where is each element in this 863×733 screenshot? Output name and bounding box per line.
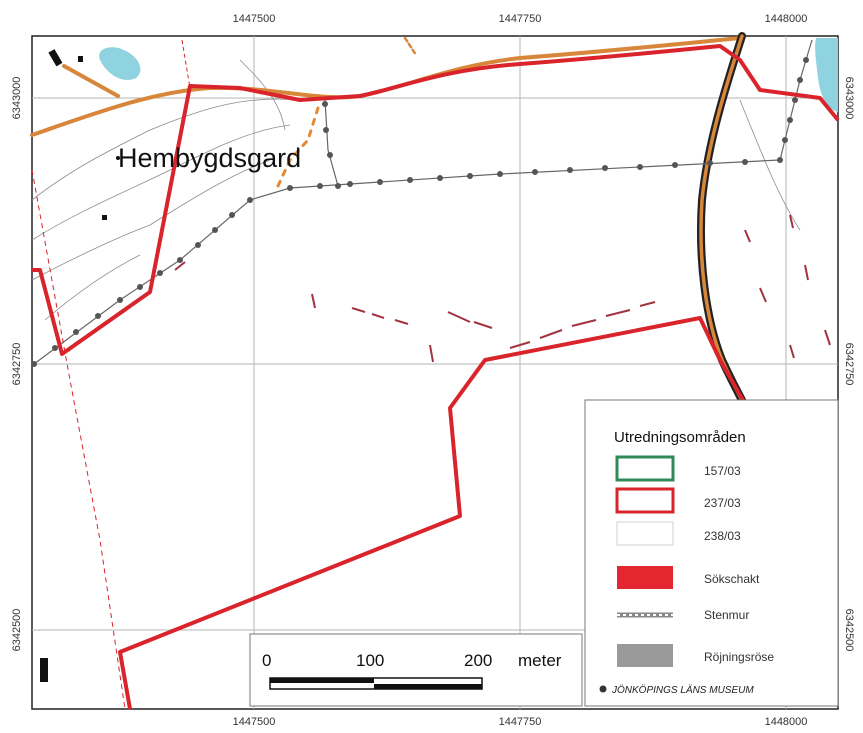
buildings [40,49,107,682]
boundary-dashed [31,169,126,710]
coord-bottom-2: 1447750 [499,716,542,728]
legend: Utredningsområden 157/03 237/03 238/03 S… [584,399,839,707]
scale-segment-1 [270,678,374,683]
legend-label-238: 238/03 [704,529,741,543]
legend-symbol-green-outline [615,455,675,482]
legend-credit: JÖNKÖPINGS LÄNS MUSEUM [611,684,754,696]
legend-label-237: 237/03 [704,496,741,510]
scale-label-200: 200 [464,651,492,670]
coord-top-2: 1447750 [499,13,542,25]
coord-bottom-3: 1448000 [765,716,808,728]
legend-symbol-red-fill [617,566,673,589]
pond [99,47,141,80]
test-trenches [174,214,831,363]
credit-dot-icon [599,685,607,693]
scale-bar: 0 100 200 meter [249,633,583,707]
scale-segment-2 [374,684,482,689]
coordinate-labels: 1447500 1447750 1448000 1447500 1447750 … [11,13,855,728]
legend-symbol-red-outline [615,487,675,514]
coord-left-2: 6342750 [11,343,23,386]
coord-right-2: 6342750 [843,343,855,386]
scale-label-100: 100 [356,651,384,670]
lake-edge [815,38,838,112]
scale-bar-box [249,633,583,707]
stone-wall-dots [31,57,809,367]
scale-unit: meter [518,651,562,670]
place-marker [116,156,120,160]
legend-symbol-gray-fill [617,644,673,667]
map-content: Hembygdsgard 0 100 200 meter Utredningso… [30,32,840,710]
legend-symbol-light-outline [616,521,674,546]
legend-label-rojningsrose: Röjningsröse [704,650,774,664]
coord-left-3: 6342500 [11,609,23,652]
legend-title: Utredningsområden [614,429,746,446]
scale-label-0: 0 [262,651,271,670]
coord-top-3: 1448000 [765,13,808,25]
coord-bottom-1: 1447500 [233,716,276,728]
coord-left-1: 6343000 [11,77,23,120]
place-name-label: Hembygdsgard [118,143,301,173]
coord-right-1: 6343000 [843,77,855,120]
investigation-area-boundary [32,44,840,710]
coord-top-1: 1447500 [233,13,276,25]
coord-right-3: 6342500 [843,609,855,652]
boundary-dashed-top [181,39,191,89]
legend-label-stenmur: Stenmur [704,608,749,622]
legend-label-sokschakt: Sökschakt [704,572,760,586]
contour-lines [31,59,801,321]
legend-label-157: 157/03 [704,464,741,478]
